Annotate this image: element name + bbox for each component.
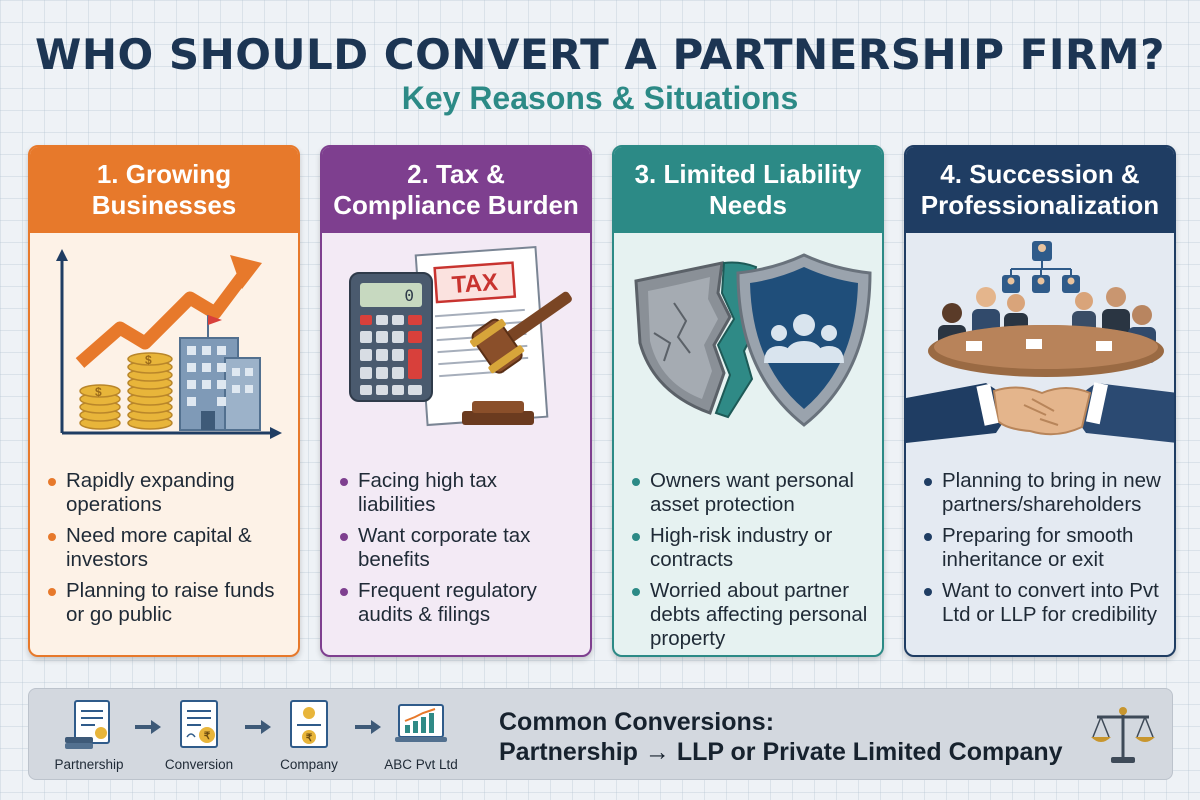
list-item: High-risk industry or contracts <box>632 524 872 572</box>
card-title: 4. Succession & Professionalization <box>906 147 1174 233</box>
conversion-flow-bar: Partnership ₹ Conversion ₹ Company ABC P… <box>28 688 1173 780</box>
step-label: ABC Pvt Ltd <box>384 757 458 772</box>
arrow-right-icon <box>245 720 271 734</box>
step-conversion: ₹ Conversion <box>149 697 249 772</box>
list-item: Planning to raise funds or go public <box>48 579 288 627</box>
tax-label: TAX <box>451 269 499 299</box>
laptop-chart-icon <box>395 704 447 742</box>
balance-scale-icon <box>1091 707 1155 763</box>
list-item: Frequent regulatory audits & filings <box>340 579 580 627</box>
card-growing-businesses: 1. Growing Businesses $ $ <box>28 145 300 657</box>
arrow-right-icon <box>355 720 381 734</box>
list-item: Want to convert into Pvt Ltd or LLP for … <box>924 579 1164 627</box>
svg-text:0: 0 <box>404 286 414 305</box>
card-title: 1. Growing Businesses <box>30 147 298 233</box>
company-document-icon: ₹ <box>290 700 328 748</box>
page-title: WHO SHOULD CONVERT A PARTNERSHIP FIRM? <box>35 30 1165 79</box>
conversions-detail: Partnership → LLP or Private Limited Com… <box>499 738 1063 766</box>
step-abc-pvt-ltd: ABC Pvt Ltd <box>371 697 471 772</box>
partnership-document-icon <box>65 700 110 749</box>
list-item: Want corporate tax benefits <box>340 524 580 572</box>
list-item: Planning to bring in new partners/shareh… <box>924 469 1164 517</box>
shield-illustration <box>614 233 882 455</box>
reasons-list: Planning to bring in new partners/shareh… <box>906 455 1174 627</box>
list-item: Facing high tax liabilities <box>340 469 580 517</box>
page-subtitle: Key Reasons & Situations <box>401 80 799 116</box>
meeting-handshake-illustration <box>906 233 1174 455</box>
common-conversions-text: Common Conversions: Partnership → LLP or… <box>499 707 1063 767</box>
tax-illustration: TAX 0 <box>322 233 590 455</box>
svg-text:$: $ <box>95 385 102 399</box>
card-tax-compliance: 2. Tax & Compliance Burden TAX 0 <box>320 145 592 657</box>
list-item: Rapidly expanding operations <box>48 469 288 517</box>
card-succession: 4. Succession & Professionalization <box>904 145 1176 657</box>
conversion-document-icon: ₹ <box>180 700 218 748</box>
reasons-list: Facing high tax liabilities Want corpora… <box>322 455 590 627</box>
list-item: Owners want personal asset protection <box>632 469 872 517</box>
step-label: Company <box>280 757 338 772</box>
arrow-right-icon <box>135 720 161 734</box>
list-item: Worried about partner debts affecting pe… <box>632 579 872 651</box>
conversions-heading: Common Conversions: <box>499 708 775 736</box>
growth-chart-illustration: $ $ <box>30 233 298 455</box>
list-item: Preparing for smooth inheritance or exit <box>924 524 1164 572</box>
reasons-list: Owners want personal asset protection Hi… <box>614 455 882 651</box>
svg-text:$: $ <box>145 353 152 367</box>
card-title: 3. Limited Liability Needs <box>614 147 882 233</box>
step-company: ₹ Company <box>259 697 359 772</box>
svg-text:₹: ₹ <box>204 731 211 742</box>
list-item: Need more capital & investors <box>48 524 288 572</box>
step-label: Partnership <box>54 757 124 772</box>
svg-text:₹: ₹ <box>306 733 313 744</box>
step-label: Conversion <box>164 757 234 772</box>
step-partnership: Partnership <box>39 697 139 772</box>
card-title: 2. Tax & Compliance Burden <box>322 147 590 233</box>
card-limited-liability: 3. Limited Liability Needs Owners want <box>612 145 884 657</box>
reasons-list: Rapidly expanding operations Need more c… <box>30 455 298 627</box>
